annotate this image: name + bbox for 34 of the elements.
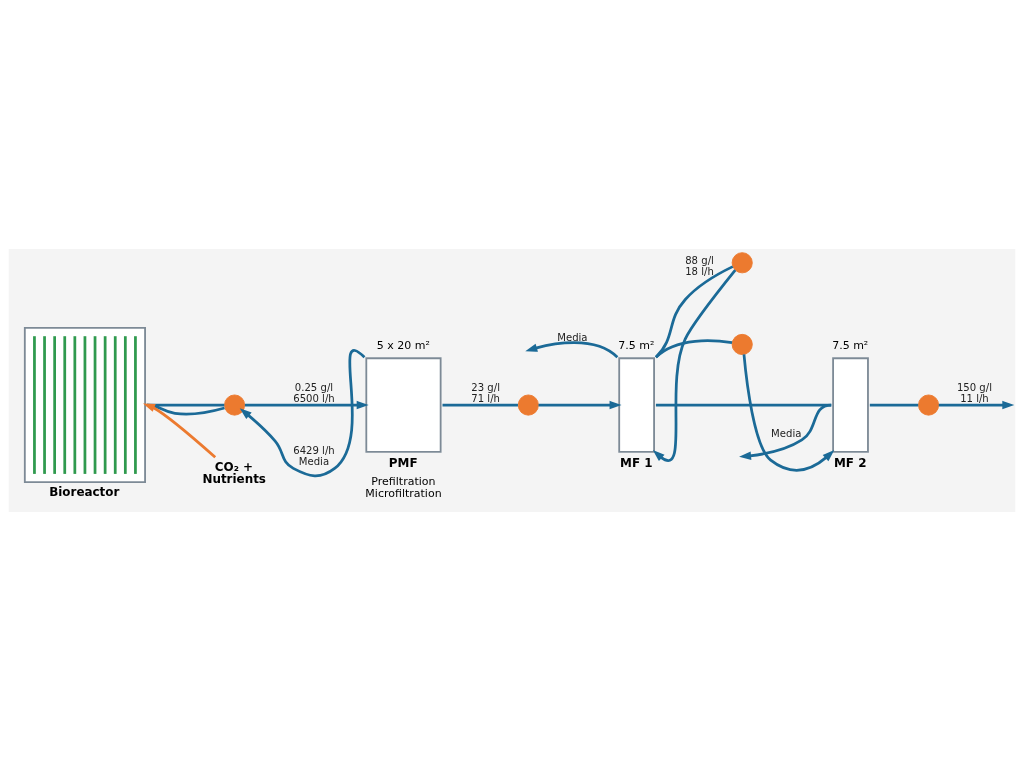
arrow: [143, 403, 217, 459]
node-label: 5 x 20 m²: [376, 338, 430, 352]
node-label: 7.5 m²: [618, 338, 655, 352]
arrow: [239, 349, 366, 478]
connector: [655, 339, 733, 359]
node-label: MF 1: [620, 455, 653, 470]
node-label: 7.5 m²: [832, 338, 869, 352]
node-circle: [517, 394, 539, 416]
edge-label: 0.25 g/l 6500 l/h: [293, 382, 335, 405]
edge-label: 23 g/l 71 l/h: [471, 382, 500, 405]
edge-label: 150 g/l 11 l/h: [956, 382, 992, 405]
arrow: [652, 269, 737, 462]
node-label: Prefiltration Microfiltration: [365, 475, 442, 501]
node-label: Bioreactor: [49, 485, 120, 500]
node-circle: [918, 394, 940, 416]
node-circle: [224, 394, 246, 416]
node-circle: [731, 252, 753, 274]
edge-label: Media: [557, 331, 588, 343]
edge-label: 88 g/l 18 l/h: [685, 254, 714, 277]
connector: [654, 265, 734, 359]
arrow: [938, 400, 1015, 410]
arrow: [244, 400, 369, 410]
connector: [869, 403, 919, 407]
edge-label: Media: [771, 428, 802, 439]
arrow: [525, 341, 619, 359]
arrow: [538, 400, 622, 410]
edge-label: 6429 l/h Media: [293, 445, 335, 468]
arrow: [742, 354, 835, 472]
node-label: MF 2: [834, 455, 867, 470]
arrow: [739, 403, 832, 460]
node-label: PMF: [388, 455, 418, 470]
node-circle: [731, 333, 753, 356]
connector: [442, 403, 518, 407]
node-text: CO₂ + Nutrients: [202, 459, 266, 486]
